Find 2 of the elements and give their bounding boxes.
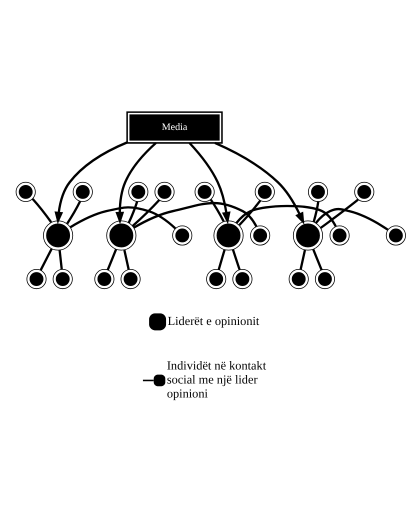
legend-label: Liderët e opinionit (168, 313, 260, 328)
legend-label: Individët në kontakt social me një lider opinioni (166, 358, 266, 400)
